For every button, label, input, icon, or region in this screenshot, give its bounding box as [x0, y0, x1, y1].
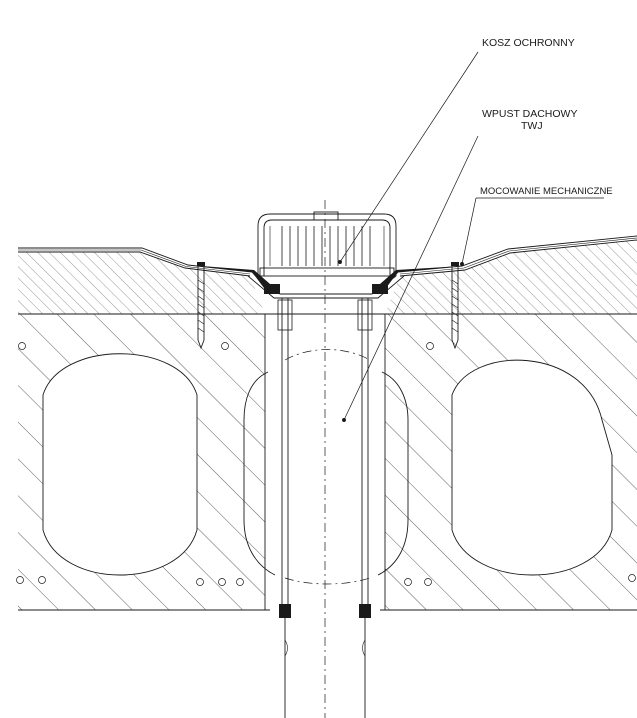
protective-basket	[257, 211, 397, 277]
leader-basket	[339, 51, 479, 263]
leader-fixing	[461, 197, 477, 265]
leader-lines	[338, 51, 604, 422]
mechanical-fixing-right	[451, 262, 459, 350]
hollow-core-right	[451, 359, 613, 576]
label-mechanical-fixing: MOCOWANIE MECHANICZNE	[480, 186, 613, 197]
label-roof-drain: WPUST DACHOWY	[482, 108, 577, 120]
label-protective-basket: KOSZ OCHRONNY	[482, 37, 575, 49]
hollow-core-middle	[243, 371, 409, 576]
insulation-layer	[18, 239, 637, 314]
mechanical-fixing-left	[197, 262, 205, 350]
concrete-slab	[16, 313, 637, 611]
hollow-core-left	[42, 353, 198, 576]
reinforcement-strands	[16, 342, 636, 586]
label-roof-drain-model: TWJ	[521, 120, 543, 132]
leader-drain	[343, 135, 479, 421]
roof-membrane	[18, 235, 637, 291]
drain-flange	[247, 275, 405, 610]
drain-pipe	[277, 200, 373, 718]
